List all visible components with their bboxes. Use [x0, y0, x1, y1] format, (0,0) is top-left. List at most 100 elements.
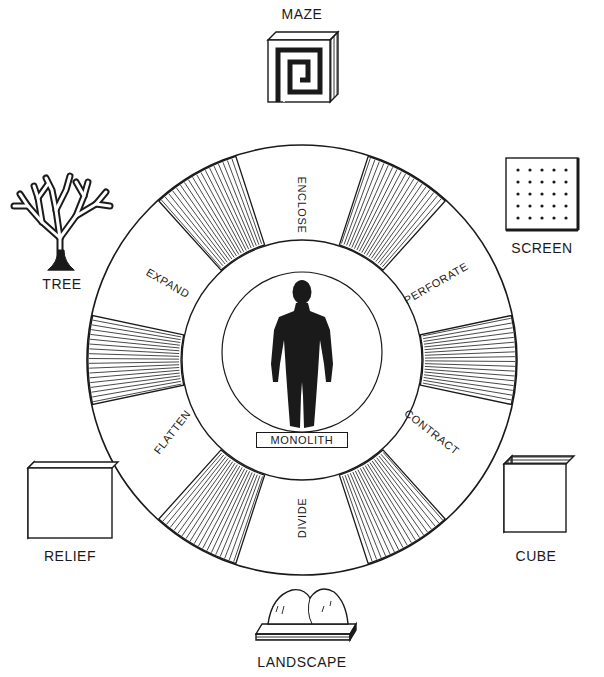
screen-hole — [528, 168, 531, 171]
hatch-stroke — [380, 196, 437, 265]
hatch-stroke — [167, 455, 224, 524]
screen-edge — [577, 158, 580, 230]
hatch-stroke — [370, 463, 420, 538]
hatch-stroke — [227, 160, 259, 244]
hatch-stroke — [423, 323, 512, 339]
hatch-stroke — [425, 342, 515, 350]
figure-body — [271, 303, 333, 428]
hatch-stroke — [90, 370, 180, 378]
screen-hole — [516, 168, 519, 171]
hatch-stroke — [93, 320, 181, 337]
operation-segment: DIVIDE — [295, 496, 309, 540]
operation-segment: ENCLOSE — [295, 175, 309, 236]
hatch-stroke — [425, 366, 515, 371]
hatch-stroke — [194, 466, 240, 544]
screen-hole — [540, 168, 543, 171]
hatch-stroke — [348, 474, 381, 558]
cube-front — [504, 464, 566, 532]
screen-hole — [516, 192, 519, 195]
hatch-stroke — [170, 457, 226, 528]
hatch-stroke — [92, 381, 181, 397]
hatch-stroke — [216, 472, 252, 554]
icon-label: TREE — [42, 276, 81, 292]
wedge-outline — [420, 316, 516, 405]
tree-icon — [14, 176, 110, 270]
maze-side — [330, 32, 338, 102]
hatch-stroke — [211, 471, 249, 552]
hatch-stroke — [177, 188, 230, 261]
tree-branch — [76, 182, 84, 196]
hatch-stroke — [381, 454, 439, 523]
figure-head — [293, 280, 312, 304]
screen-hole — [516, 204, 519, 207]
screen-hole — [552, 180, 555, 183]
tree-fill — [14, 176, 110, 262]
landscape-base-front — [256, 634, 350, 640]
icon-label: CUBE — [516, 548, 557, 564]
relief-top — [28, 462, 118, 468]
hatch-stroke — [425, 357, 515, 358]
segment-label: ENCLOSE — [296, 177, 308, 234]
screen-hole — [564, 216, 567, 219]
screen-hole — [552, 192, 555, 195]
hatch-stroke — [372, 461, 423, 535]
hatch-stroke — [354, 167, 392, 248]
hatch-stroke — [363, 467, 407, 545]
screen-hole — [552, 204, 555, 207]
hatch-stroke — [364, 176, 410, 254]
hatch-stroke — [425, 352, 515, 355]
hatch-stroke — [89, 362, 179, 363]
screen-hole — [516, 216, 519, 219]
screen-hole — [540, 204, 543, 207]
cube-top — [504, 456, 574, 464]
icon-caption: RELIEF — [41, 547, 99, 565]
screen-hole — [564, 204, 567, 207]
segment-label: DIVIDE — [296, 498, 308, 538]
tree-outline — [14, 176, 110, 262]
maze-top — [268, 32, 338, 40]
landscape-hills — [268, 589, 348, 624]
screen-hole — [528, 204, 531, 207]
hatch-stroke — [223, 162, 256, 246]
relief-front — [28, 468, 112, 538]
hatch-stroke — [180, 185, 231, 259]
hatch-stroke — [225, 475, 258, 559]
hatch-stroke — [376, 190, 430, 262]
landscape-shading — [276, 601, 331, 614]
hatch-stroke — [91, 379, 180, 393]
screen-hole — [540, 192, 543, 195]
icon-caption: SCREEN — [508, 239, 575, 257]
hatch-stroke — [347, 162, 380, 246]
hatch-stroke — [374, 459, 427, 532]
tree-branch — [38, 184, 48, 198]
center-box: MONOLITH — [256, 432, 349, 448]
hatch-stroke — [383, 452, 442, 520]
figure-circle — [222, 272, 382, 432]
icon-label: SCREEN — [511, 240, 572, 256]
hatch-stroke — [89, 365, 179, 368]
tree-branch — [56, 176, 70, 210]
tree-trunk — [48, 250, 74, 270]
inner-ring — [182, 240, 422, 480]
tree-branch — [96, 204, 110, 206]
icon-caption: TREE — [39, 275, 84, 293]
hatch-stroke — [367, 179, 414, 256]
icon-caption: MAZE — [279, 5, 326, 23]
hatch-stroke — [425, 364, 515, 367]
hatch-stroke — [90, 339, 180, 348]
cube-icon — [504, 456, 574, 532]
hatch-stroke — [423, 318, 511, 336]
hatch-stroke — [218, 164, 253, 247]
hatch-stroke — [163, 453, 222, 521]
hatch-stroke — [357, 169, 397, 250]
hatched-wedges — [88, 156, 516, 563]
relief-icon — [28, 462, 118, 538]
screen-holes — [516, 168, 567, 219]
hatch-stroke — [89, 349, 179, 354]
screen-hole — [540, 216, 543, 219]
hatch-stroke — [382, 199, 441, 267]
screen-hole — [528, 180, 531, 183]
hatch-stroke — [184, 182, 234, 257]
center-label: MONOLITH — [271, 434, 334, 446]
